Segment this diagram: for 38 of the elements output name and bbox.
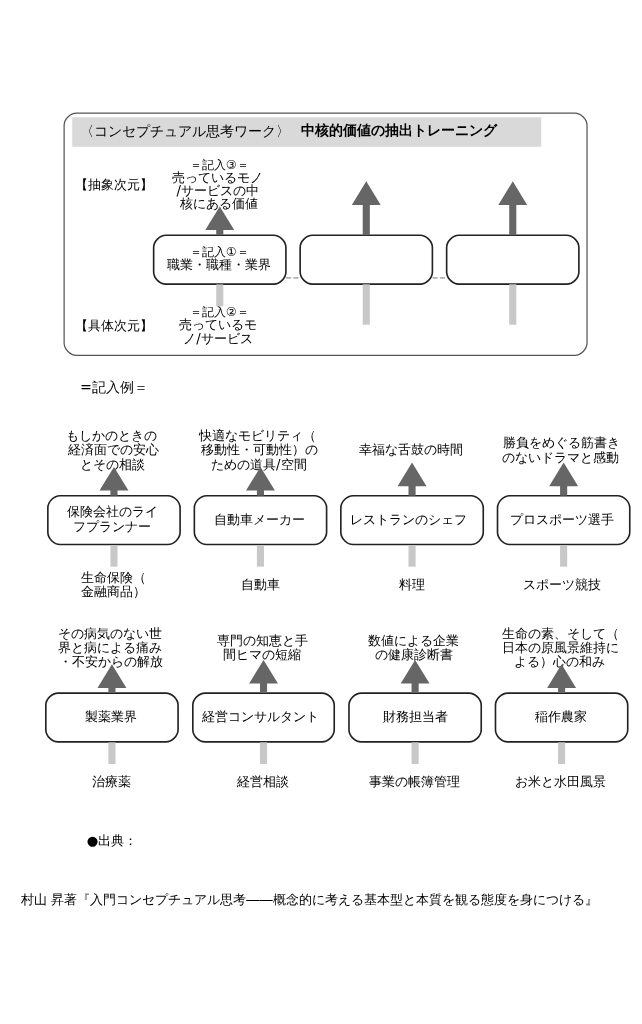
node-box: 製薬業界 [45,692,179,743]
node-box: 保険会社のライフプランナー [47,494,181,546]
node-box [299,234,434,285]
label: 【抽象次元】 [74,177,153,193]
node-box: 財務担当者 [348,692,483,743]
node-text: 専門の知恵と手間ヒマの短縮 [217,632,309,662]
arrow [351,181,381,236]
node-text: 生命の素、そして（日本の原風景維持による）心の和み [501,625,620,670]
node-text: 事業の帳簿管理 [368,774,460,790]
node-text: その病気のない世界と病による痛み・不安からの解放 [58,625,163,670]
node-text: 治療薬 [92,774,132,790]
label: 村山 昇著『入門コンセプチュアル思考――概念的に考える基本型と本質を観る態度を身につける』 [20,892,598,908]
connector [432,277,448,279]
node-box: ＝記入①＝ 職業・職種・業界 [152,234,287,285]
node-text: 経営相談 [237,774,290,790]
node-text: 勝負をめぐる筋書きのないドラマと感動 [502,435,621,465]
node-text: 生命保険（金融商品） [81,569,147,599]
node-text: 自動車 [240,576,280,592]
node-box: 経営コンサルタント [192,692,336,743]
connector [285,277,301,279]
node-text: お米と水田風景 [515,774,607,790]
node-text: 幸福な舌鼓の時間 [359,442,464,458]
label: 【具体次元】 [74,318,153,334]
arrow [498,181,528,236]
node-text: ＝記入②＝ 売っているモノ/サービス [178,305,257,346]
node-text: 料理 [398,576,425,592]
node-text: ＝記入③＝ 売っているモノ/サービスの中核にある価値 [171,157,263,212]
node-box: レストランのシェフ [340,494,485,546]
node-text: 数値による企業の健康診断書 [368,632,460,662]
node-text: 快適なモビリティ（移動性・可動性）のための道具/空間 [199,428,319,472]
label: =記入例＝ [80,378,148,395]
node-box: 自動車メーカー [193,494,328,546]
node-box [445,234,580,285]
node-box: プロスポーツ選手 [496,494,631,546]
label: ●出典： [86,833,138,849]
node-text: スポーツ競技 [523,576,602,592]
node-text: もしかのときの経済面での安心とその相談 [65,428,159,472]
node-box: 稲作農家 [494,692,629,743]
